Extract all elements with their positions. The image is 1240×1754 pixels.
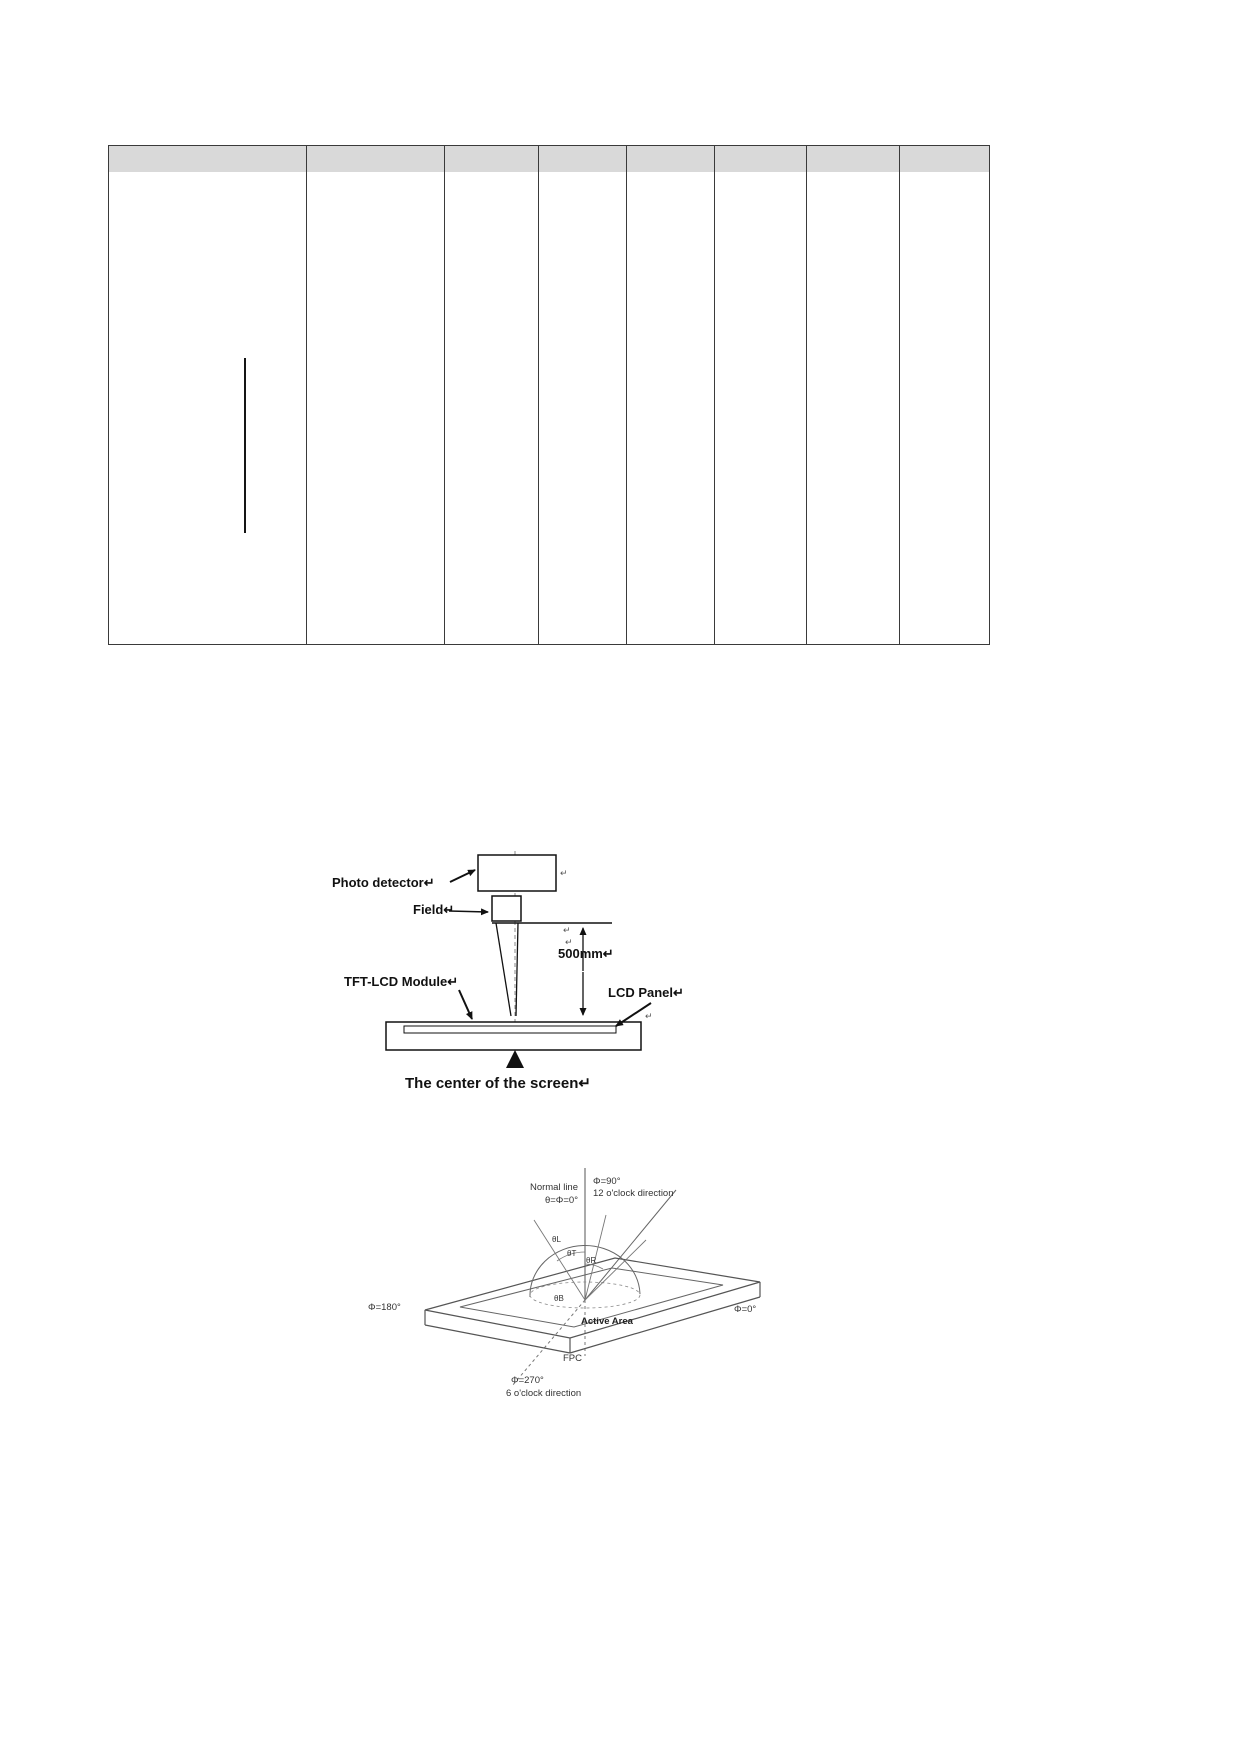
angle-arc bbox=[556, 1251, 586, 1262]
spec-table bbox=[108, 145, 990, 645]
field-label: Field↵ bbox=[413, 902, 454, 917]
photo-detector-arrow bbox=[449, 869, 476, 883]
phi-180-label: Φ=180° bbox=[368, 1302, 401, 1313]
normal-line-label-1: Normal line bbox=[530, 1182, 578, 1193]
viewing-ray bbox=[584, 1214, 607, 1301]
tft-lcd-module-label: TFT-LCD Module↵ bbox=[344, 974, 458, 989]
fpc-label: FPC bbox=[563, 1353, 582, 1364]
return-mark: ↵ bbox=[563, 925, 571, 935]
phi-270-label: Φ=270° bbox=[511, 1375, 544, 1386]
theta-b-label: θB bbox=[554, 1294, 564, 1303]
viewing-ray bbox=[584, 1239, 647, 1301]
lcd-panel-strip bbox=[403, 1025, 617, 1034]
table-column-divider bbox=[899, 146, 900, 644]
phi-90-label: Φ=90° bbox=[593, 1176, 621, 1187]
photo-detector-box bbox=[477, 854, 557, 892]
screen-center-caption: The center of the screen↵ bbox=[405, 1075, 591, 1092]
active-area-outline bbox=[459, 1267, 724, 1328]
table-column-divider bbox=[626, 146, 627, 644]
distance-label: 500mm↵ bbox=[558, 946, 614, 961]
viewing-ray bbox=[533, 1219, 586, 1301]
photo-detector-label: Photo detector↵ bbox=[332, 875, 435, 890]
panel-edge bbox=[569, 1296, 761, 1354]
phi-0-label: Φ=0° bbox=[734, 1304, 756, 1315]
field-stop-box bbox=[491, 895, 522, 922]
normal-line-label-2: θ=Φ=0° bbox=[545, 1195, 578, 1206]
hemisphere-arc bbox=[529, 1245, 641, 1298]
table-column-divider bbox=[538, 146, 539, 644]
tft-lcd-module-arrow bbox=[458, 989, 473, 1020]
direction-6oclock-label: 6 o'clock direction bbox=[506, 1388, 581, 1399]
hemisphere-base bbox=[529, 1281, 641, 1309]
return-mark: ↵ bbox=[645, 1011, 653, 1021]
table-header-band bbox=[109, 146, 989, 172]
figure-viewing-angle-definition: θL θT θR θB Normal line θ=Φ=0° Φ=90° 12 … bbox=[368, 1168, 761, 1399]
lcd-panel-label: LCD Panel↵ bbox=[608, 985, 684, 1000]
theta-t-label: θT bbox=[567, 1249, 576, 1258]
return-mark: ↵ bbox=[565, 937, 573, 947]
lcd-panel-arrow bbox=[615, 1002, 652, 1027]
active-area-label: Active Area bbox=[581, 1316, 634, 1327]
direction-6oclock-line bbox=[511, 1299, 586, 1387]
table-partial-divider bbox=[244, 358, 246, 533]
table-column-divider bbox=[806, 146, 807, 644]
table-column-divider bbox=[306, 146, 307, 644]
screen-center-arrow bbox=[506, 1050, 524, 1068]
figure-photodetector-setup: Photo detector↵ Field↵ 500mm↵ ↵ ↵ ↵ TFT-… bbox=[332, 851, 684, 1092]
panel-edge bbox=[424, 1324, 571, 1354]
direction-12oclock-label: 12 o'clock direction bbox=[593, 1188, 674, 1199]
cone-right-line bbox=[515, 922, 519, 1017]
field-arrow bbox=[448, 908, 489, 916]
table-column-divider bbox=[444, 146, 445, 644]
direction-12oclock-line bbox=[584, 1189, 677, 1301]
table-column-divider bbox=[714, 146, 715, 644]
return-mark: ↵ bbox=[560, 868, 568, 878]
angle-arc bbox=[584, 1263, 604, 1270]
theta-r-label: θR bbox=[586, 1256, 596, 1265]
theta-l-label: θL bbox=[552, 1235, 561, 1244]
cone-left-line bbox=[495, 922, 512, 1017]
